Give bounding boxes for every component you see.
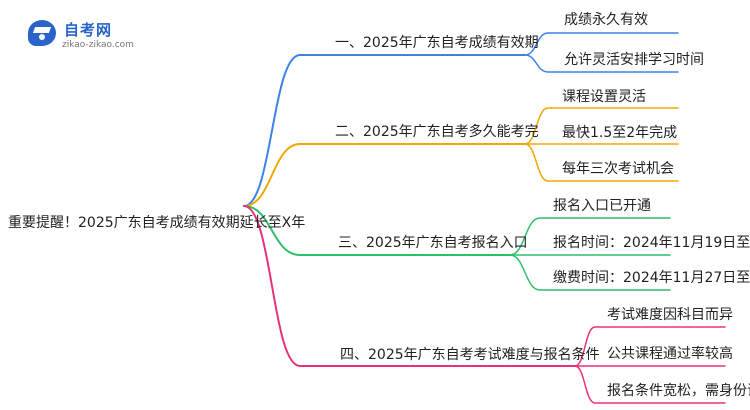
logo-subtitle: zikao-zikao.com [62,40,134,50]
root-topic: 重要提醒！2025广东自考成绩有效期延长至X年 [8,215,306,231]
branch-2-connector [243,143,526,207]
branch-1-label: 一、2025年广东自考成绩有效期 [335,35,539,51]
branch-2-label: 二、2025年广东自考多久能考完 [335,124,539,140]
branch-2-leaf-1-connector [524,107,679,145]
site-logo: 自考网 zikao-zikao.com [28,16,148,58]
branch-4-leaf-3-connector [574,365,726,404]
branch-2-leaf-2: 最快1.5至2年完成 [562,125,678,141]
branch-1-leaf-1: 成绩永久有效 [564,12,648,28]
branch-1-leaf-2: 允许灵活安排学习时间 [564,52,704,68]
branch-3-connector [243,205,511,256]
branch-3-leaf-2: 报名时间：2024年11月19日至30日 [553,235,750,251]
branch-3-leaf-3: 缴费时间：2024年11月27日至30日 [553,270,750,286]
branch-4-connector [243,205,576,367]
branch-3-label: 三、2025年广东自考报名入口 [338,235,528,251]
branch-2-leaf-3-connector [524,143,679,182]
branch-1-leaf-2-connector [524,54,679,73]
branch-4-leaf-3: 报名条件宽松，需身份证明 [607,383,750,399]
branch-4-label: 四、2025年广东自考考试难度与报名条件 [340,347,600,363]
branch-3-leaf-1-connector [509,217,671,256]
branch-2-leaf-1: 课程设置灵活 [562,89,646,105]
branch-1-leaf-1-connector [524,32,679,56]
branch-4-leaf-1-connector [574,326,726,367]
branch-3-leaf-3-connector [509,254,671,291]
branch-2-leaf-3: 每年三次考试机会 [562,161,674,177]
branch-4-leaf-2: 公共课程通过率较高 [607,346,733,362]
branch-3-leaf-1: 报名入口已开通 [553,198,651,214]
branch-4-leaf-1: 考试难度因科目而异 [607,307,733,323]
branch-1-connector [243,54,526,207]
logo-title: 自考网 [64,21,113,39]
graduation-cap-icon [28,20,56,46]
